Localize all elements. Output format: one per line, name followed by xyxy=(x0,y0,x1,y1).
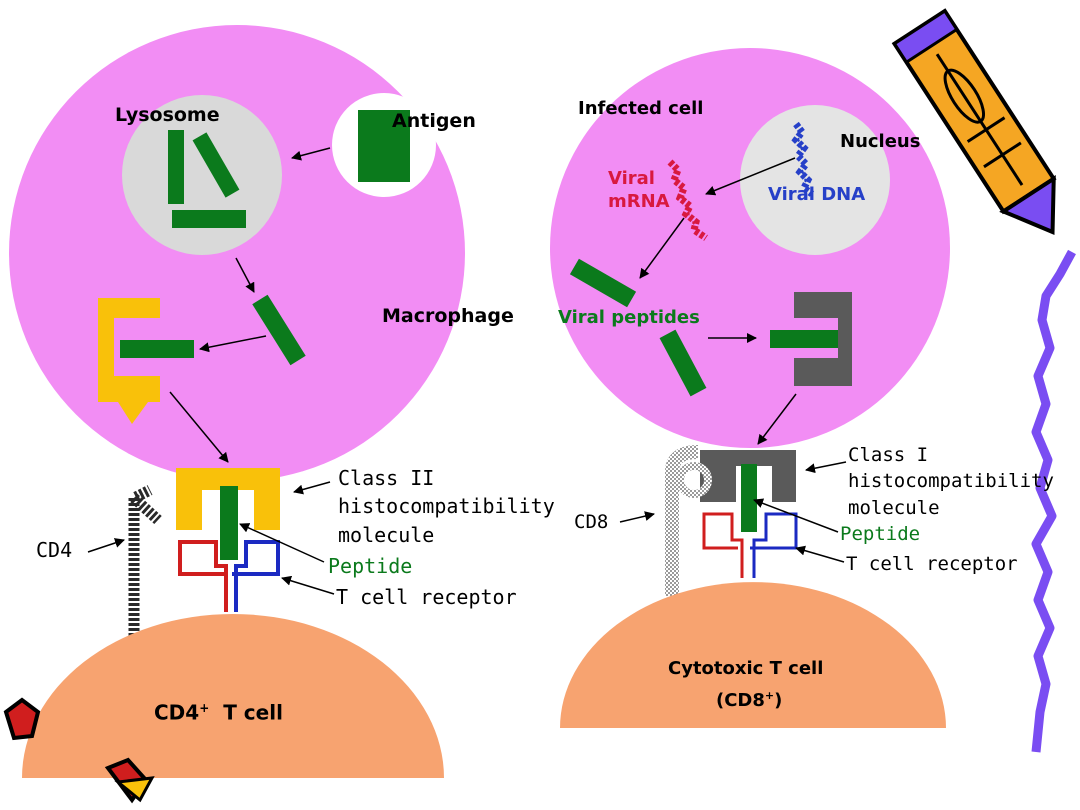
viral-peptide xyxy=(659,329,707,397)
class-i-label-line1: Class I xyxy=(848,444,929,466)
class-ii-label-line3: molecule xyxy=(338,523,435,547)
cd8-label: CD8 xyxy=(574,511,609,533)
cd4-coreceptor xyxy=(128,485,162,636)
macrophage-cell xyxy=(9,25,465,481)
viral-mrna-label-line2: mRNA xyxy=(608,191,670,212)
lysosome-antigen-fragment xyxy=(168,130,184,204)
class-ii-molecule-internal xyxy=(98,298,160,424)
cd8-t-cell-sup: + xyxy=(764,689,775,702)
pencil-clipart xyxy=(891,8,1057,235)
t-cell-receptor-red xyxy=(702,512,744,578)
class-i-molecule-internal xyxy=(794,292,852,386)
viral-peptides-label: Viral peptides xyxy=(558,307,700,328)
class-ii-label-line1: Class II xyxy=(338,466,435,490)
t-cell-receptor-label-left: T cell receptor xyxy=(336,585,517,609)
arrow xyxy=(795,545,845,563)
antigen-label: Antigen xyxy=(392,110,476,132)
arrow xyxy=(239,523,325,563)
viral-peptide-bound xyxy=(770,330,838,348)
arrow xyxy=(87,538,125,553)
cytotoxic-t-cell-label-line1: Cytotoxic T cell xyxy=(668,658,824,679)
arrow xyxy=(757,393,797,445)
infected-cell-label: Infected cell xyxy=(578,98,704,119)
arrow xyxy=(619,511,655,523)
decorative-squiggle xyxy=(1031,249,1076,753)
arrow xyxy=(639,217,685,279)
presented-peptide xyxy=(220,486,238,560)
peptide-fragment xyxy=(120,340,194,358)
arrow xyxy=(291,147,331,161)
arrow xyxy=(169,391,229,463)
t-cell-receptor-blue xyxy=(232,540,280,612)
cd8-coreceptor-head xyxy=(676,462,712,498)
t-cell-receptor-red xyxy=(178,540,228,612)
viral-peptide xyxy=(569,258,637,308)
arrow xyxy=(705,157,796,196)
cytotoxic-t-cell-label-line2: (CD8+) xyxy=(716,690,782,710)
viral-dna-label: Viral DNA xyxy=(768,184,866,205)
cd8-coreceptor xyxy=(665,445,699,596)
viral-dna-strand xyxy=(791,121,815,197)
class-i-molecule-surface xyxy=(700,450,796,502)
class-ii-label-line2: histocompatibility xyxy=(338,494,555,518)
cd4-t-cell-label: CD4+ T cell xyxy=(154,702,283,723)
arrow xyxy=(199,335,267,353)
peptide-label-left: Peptide xyxy=(328,554,413,578)
arrow xyxy=(805,461,847,474)
lysosome-label: Lysosome xyxy=(115,104,220,126)
cd4-t-cell xyxy=(22,614,444,778)
peptide-label-right: Peptide xyxy=(840,523,921,545)
class-i-label-line3: molecule xyxy=(848,497,940,519)
arrow xyxy=(753,498,839,533)
cd8-t-cell-prefix: (CD8 xyxy=(716,690,765,711)
cd4-t-cell-name: CD4 xyxy=(154,700,200,725)
arrow xyxy=(281,575,335,595)
lysosome-antigen-fragment xyxy=(192,132,240,198)
nucleus-label: Nucleus xyxy=(840,131,921,152)
arrow xyxy=(235,257,255,293)
presented-viral-peptide xyxy=(741,464,757,532)
macrophage-label: Macrophage xyxy=(382,305,514,327)
cd4-label: CD4 xyxy=(36,538,73,562)
antigen xyxy=(358,110,410,182)
cytotoxic-t-cell xyxy=(560,582,946,728)
arrow xyxy=(293,481,331,495)
nucleus xyxy=(740,105,890,255)
corner-clipart xyxy=(3,697,155,804)
cd8-t-cell-suffix: ) xyxy=(774,690,783,711)
cd4-t-cell-suffix: T cell xyxy=(223,700,283,725)
cd4-t-cell-sup: + xyxy=(199,701,210,715)
class-i-label-line2: histocompatibility xyxy=(848,470,1054,492)
class-ii-molecule-surface xyxy=(176,468,280,530)
peptide-fragment xyxy=(252,294,306,366)
lysosome-antigen-fragment xyxy=(172,210,246,228)
viral-mrna-label-line1: Viral xyxy=(608,168,655,189)
viral-mrna-strand xyxy=(667,159,708,241)
t-cell-receptor-label-right: T cell receptor xyxy=(846,553,1018,575)
